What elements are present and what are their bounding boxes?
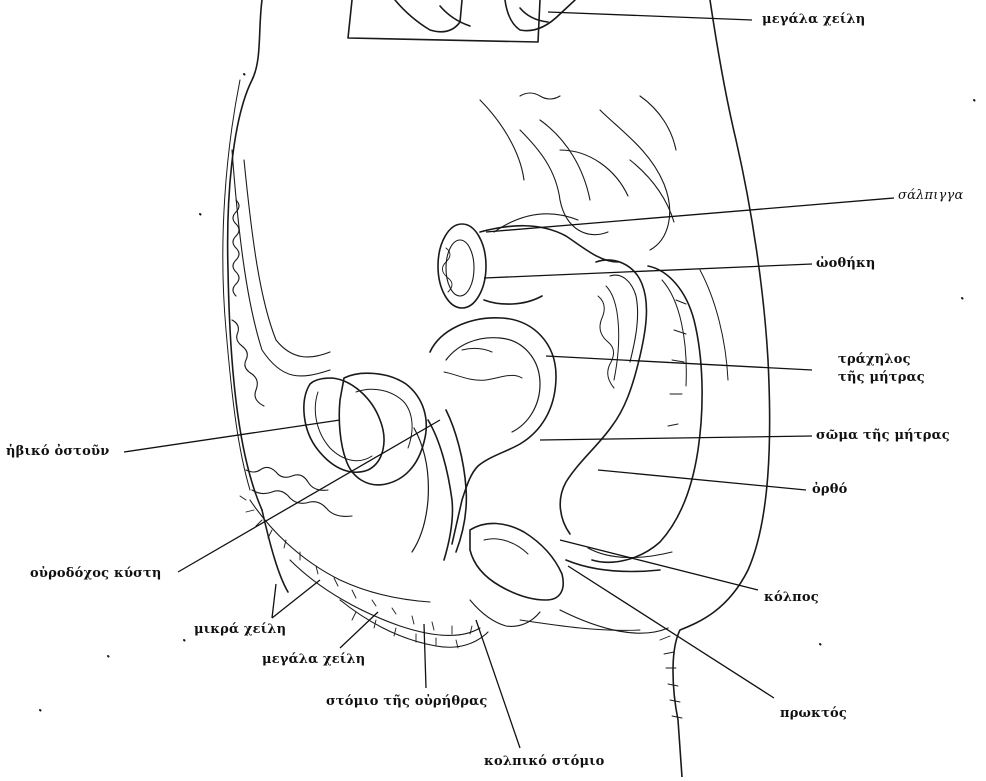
label-rectum: ὀρθό xyxy=(812,482,847,497)
label-ovary: ὠοθήκη xyxy=(816,256,876,271)
leader-ourodochos xyxy=(178,420,440,572)
leader-mikra-cheili-2 xyxy=(272,580,320,618)
sacrum xyxy=(592,266,728,562)
inset-frame xyxy=(348,0,575,42)
label-urethral-opening: στόμιο τῆς οὐρήθρας xyxy=(326,694,487,709)
abdominal-wall xyxy=(232,150,352,516)
label-cervix-line2: τῆς μήτρας xyxy=(838,370,925,385)
label-bladder: οὐροδόχος κύστη xyxy=(30,566,162,581)
leader-soma-mitras xyxy=(540,436,812,440)
leader-ivoko-ostoun xyxy=(124,420,340,452)
label-fallopian-tube: σάλπιγγα xyxy=(898,188,963,203)
leader-kolpiko-stomio xyxy=(476,620,520,748)
leader-lines xyxy=(124,12,894,748)
label-labia-majora-bottom: μεγάλα χείλη xyxy=(262,652,365,667)
label-cervix-line1: τράχηλος xyxy=(838,352,911,367)
ovary xyxy=(438,224,486,308)
leader-trachilos xyxy=(546,356,812,370)
label-labia-majora-top: μεγάλα χείλη xyxy=(762,12,865,27)
label-anus: πρωκτός xyxy=(780,706,847,721)
label-vagina: κόλπος xyxy=(764,590,819,605)
pubic-bone xyxy=(304,378,384,472)
uterus xyxy=(430,318,556,544)
leader-salpingga xyxy=(486,198,894,232)
vagina xyxy=(412,410,466,560)
label-uterus-body: σῶμα τῆς μήτρας xyxy=(816,428,950,443)
label-pubic-bone: ἡβικό ὀστοῦν xyxy=(6,444,109,459)
leader-kolpos xyxy=(560,540,758,590)
buttock xyxy=(520,610,682,718)
leader-orthro xyxy=(598,470,806,490)
leader-mikra-cheili-1 xyxy=(272,584,276,618)
perineum xyxy=(470,523,672,600)
leader-megala-cheili-top xyxy=(548,12,752,20)
rectum xyxy=(560,260,646,534)
label-labia-minora: μικρά χείλη xyxy=(194,622,286,637)
leader-stomio-ourithras xyxy=(424,624,426,688)
label-vaginal-opening: κολπικό στόμιο xyxy=(484,754,605,769)
specks xyxy=(40,74,975,711)
leader-megala-cheili-bottom xyxy=(340,612,378,648)
